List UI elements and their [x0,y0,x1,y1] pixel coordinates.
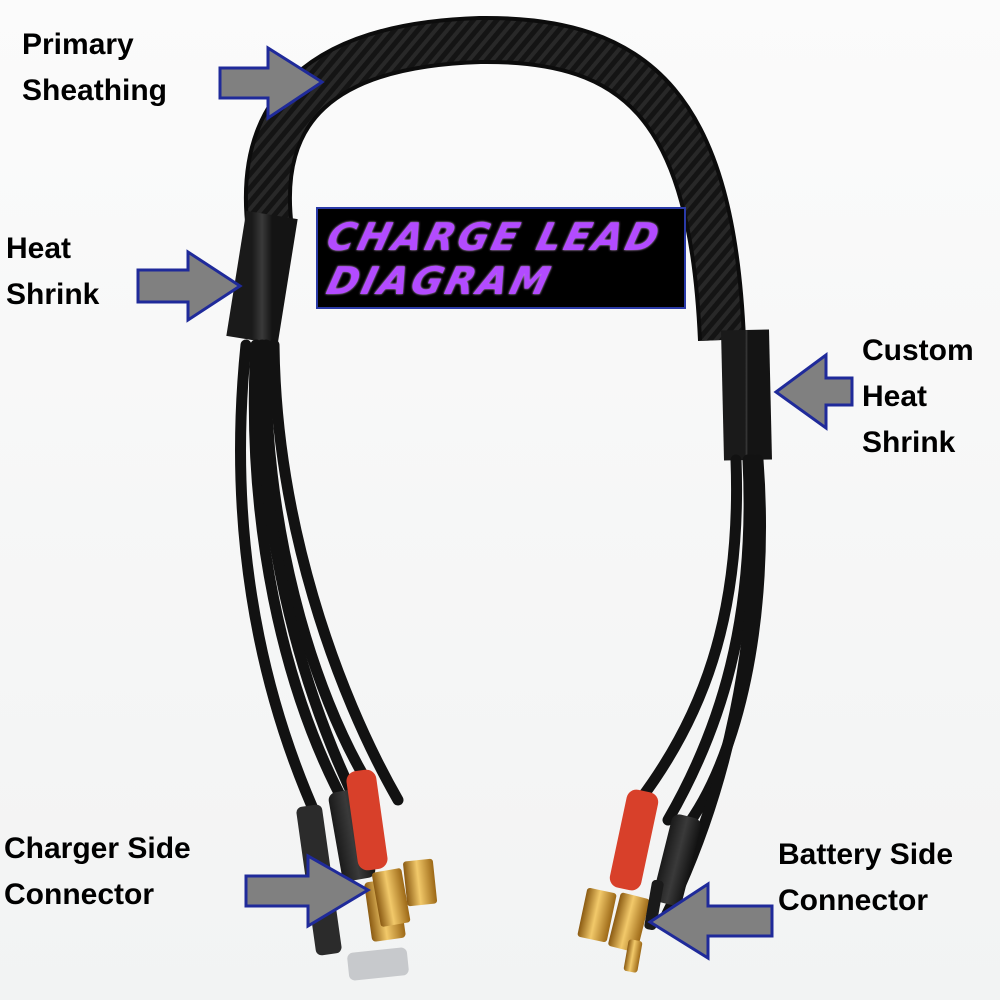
heat-shrink-left [226,210,298,345]
arrow-icon-charger-side [244,853,371,929]
arrow-icon-battery-side [647,881,774,961]
title-line-2: DIAGRAM [322,259,558,303]
arrow-icon-custom-heat-shrink [773,352,854,431]
label-custom-heat-shrink: Custom Heat Shrink [862,334,974,459]
custom-heat-shrink-right [721,329,772,461]
arrow-icon-primary-sheathing [218,45,325,121]
battery-side-wires [634,454,767,926]
label-primary-sheathing: Primary Sheathing [22,28,168,107]
charger-side-wires [235,339,404,826]
label-charger-side-connector: Charger Side Connector [4,832,191,911]
label-battery-side-connector: Battery Side Connector [778,838,954,917]
label-heat-shrink: Heat Shrink [6,232,100,311]
arrow-icon-heat-shrink [136,249,243,323]
title-line-1: CHARGE LEAD [322,215,667,259]
battery-side-connectors [577,789,701,973]
diagram-title-banner: CHARGE LEAD DIAGRAM [316,207,686,309]
